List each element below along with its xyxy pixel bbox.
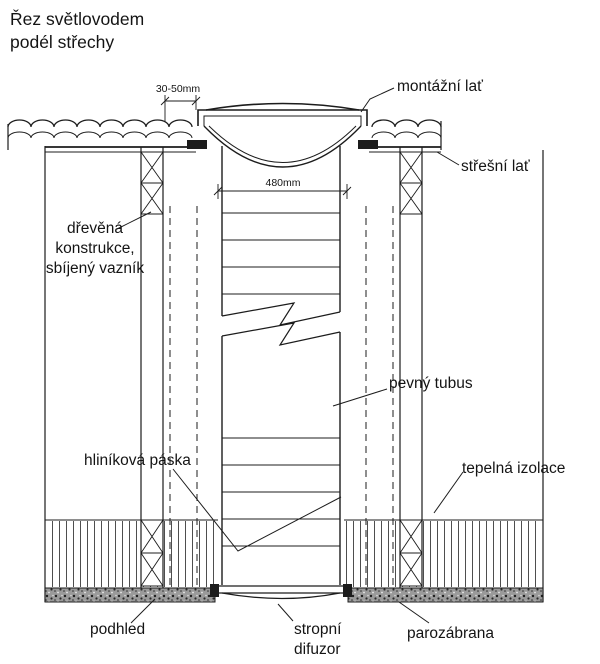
drawing-title-line1: Řez světlovodem: [10, 9, 144, 29]
leader-stresni-lat: [436, 151, 460, 166]
thermal-insulation: [45, 519, 543, 587]
label-podhled: podhled: [90, 621, 145, 638]
label-stropni-difuzor-line1: stropní: [294, 621, 342, 638]
dimension-480-label: 480mm: [265, 177, 300, 189]
leader-drevena-konstrukce: [116, 211, 152, 230]
leader-lines: [116, 87, 464, 624]
leader-parozabrana: [398, 601, 430, 624]
labels: Řez světlovodem podél střechy montážní l…: [10, 9, 565, 658]
label-pevny-tubus: pevný tubus: [389, 375, 473, 392]
label-drevena-konstrukce-line2: konstrukce,: [55, 240, 134, 257]
leader-stropni-difuzor: [277, 603, 294, 622]
label-montazni-lat: montážní lať: [397, 78, 483, 95]
leader-podhled: [130, 598, 156, 624]
label-stropni-difuzor-line2: difuzor: [294, 641, 341, 658]
drawing-title-line2: podél střechy: [10, 32, 114, 52]
light-tube: [221, 146, 341, 585]
hidden-edge-dashed-lines: [169, 206, 394, 586]
tube-break-symbol: [221, 302, 341, 346]
dimension-gap-label: 30-50mm: [156, 83, 201, 95]
left-truss: [140, 147, 164, 588]
section-boundary-lines: [44, 146, 544, 602]
ceiling-diffuser: [210, 584, 352, 600]
roof-tiles-left: [7, 119, 196, 153]
label-stresni-lat: střešní lať: [461, 158, 530, 175]
leader-hlinikova-paska: [172, 468, 342, 552]
label-tepelna-izolace: tepelná izolace: [462, 460, 565, 477]
leader-montazni-lat: [360, 87, 395, 113]
leader-tepelna-izolace: [433, 471, 464, 514]
label-drevena-konstrukce-line3: sbíjený vazník: [46, 260, 144, 277]
ceiling-vapour-barrier-band: [44, 587, 544, 603]
roof-tiles-right: [369, 119, 442, 153]
right-truss: [399, 147, 423, 588]
leader-pevny-tubus: [332, 388, 388, 407]
label-parozabrana: parozábrana: [407, 625, 494, 642]
label-hlinikova-paska: hliníková páska: [84, 452, 191, 469]
label-drevena-konstrukce-line1: dřevěná: [67, 220, 123, 237]
dimension-480: 480mm: [213, 177, 352, 199]
dome-skylight: [187, 102, 378, 168]
dimension-gap: 30-50mm: [156, 83, 201, 122]
